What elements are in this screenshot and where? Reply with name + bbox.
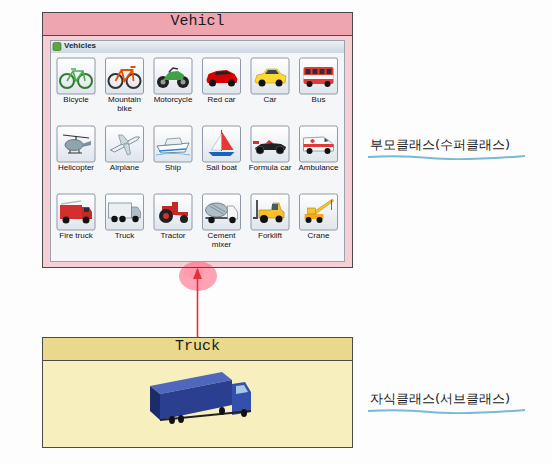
icon-label: Airplane <box>102 164 148 173</box>
class-header-ground <box>42 337 353 360</box>
inheritance-arrow <box>197 269 199 337</box>
icon-label: Cement mixer <box>199 232 245 250</box>
icon-tile: Cement mixer <box>199 192 245 254</box>
icon-label: Crane <box>296 232 342 241</box>
icon-label: Fire truck <box>53 232 99 241</box>
icon-label: Helicopter <box>53 164 99 173</box>
class-ground <box>42 12 353 268</box>
class-ground <box>42 337 353 448</box>
icon-set <box>57 58 338 230</box>
icon-label: Tractor <box>150 232 196 241</box>
truck-illustration <box>150 372 251 424</box>
icon-tile: Fire truck <box>53 192 99 254</box>
icon-label: Forklift <box>247 232 293 241</box>
icon-label: Motorcycle <box>150 96 196 105</box>
icon-label: Formula car <box>247 164 293 173</box>
icon-label: Ambulance <box>296 164 342 173</box>
icon-label: Bicycle <box>53 96 99 105</box>
icon-tile: Truck <box>102 192 148 254</box>
icon-label: Sail boat <box>199 164 245 173</box>
icon-tile: Forklift <box>247 192 293 254</box>
window-icon <box>53 43 61 51</box>
underline-mark <box>368 410 525 413</box>
icon-label: Truck <box>102 232 148 241</box>
icon-label: Red car <box>199 96 245 105</box>
icon-tile: Motorcycle <box>150 56 196 118</box>
window-title: Vehicles <box>51 41 344 53</box>
icon-tile: Mountain bike <box>102 56 148 118</box>
class-box: VehiclVehiclesBicycleMountain bikeMotorc… <box>42 12 353 268</box>
icon-tile: Tractor <box>150 192 196 254</box>
icon-tile: Red car <box>199 56 245 118</box>
icon-tile: Formula car <box>247 124 293 186</box>
note-label: 부모클래스(수퍼클래스) <box>370 136 510 154</box>
icon-tile: Ship <box>150 124 196 186</box>
icon-tile: Helicopter <box>53 124 99 186</box>
window-ground <box>50 40 345 262</box>
icon-tile: Sail boat <box>199 124 245 186</box>
note-label: 자식클래스(서브클래스) <box>370 390 510 408</box>
class-header-ground <box>42 12 353 35</box>
class-name: Truck <box>43 338 352 361</box>
icon-tile: Ambulance <box>296 124 342 186</box>
icon-tile: Airplane <box>102 124 148 186</box>
icon-tile: Bus <box>296 56 342 118</box>
icon-label: Car <box>247 96 293 105</box>
window-panel: VehiclesBicycleMountain bikeMotorcycleRe… <box>50 40 345 262</box>
icon-label: Bus <box>296 96 342 105</box>
icon-label: Ship <box>150 164 196 173</box>
icon-tile: Crane <box>296 192 342 254</box>
class-name: Vehicl <box>43 13 352 36</box>
icon-label: Mountain bike <box>102 96 148 114</box>
icon-tile: Car <box>247 56 293 118</box>
class-box: Truck <box>42 337 353 448</box>
window-bar <box>50 40 345 53</box>
icon-tile: Bicycle <box>53 56 99 118</box>
underline-mark <box>368 156 525 159</box>
